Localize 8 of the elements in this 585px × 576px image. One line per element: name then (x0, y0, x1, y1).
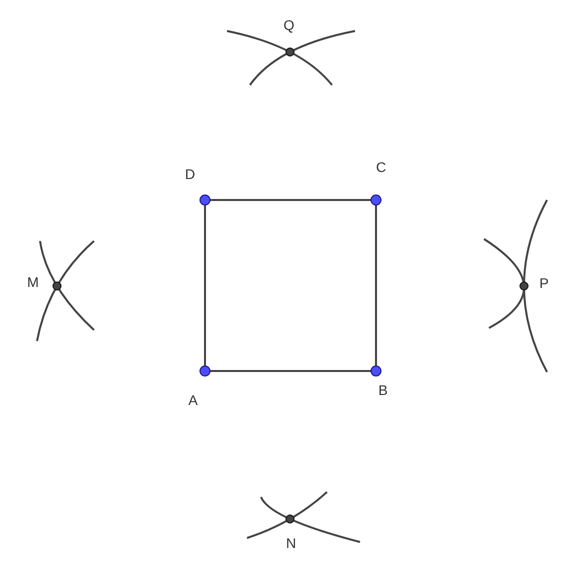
point-label: P (539, 275, 549, 291)
point-label: A (188, 392, 198, 408)
point-label: C (376, 159, 386, 175)
point-label: M (27, 274, 39, 290)
point-label: N (286, 535, 296, 551)
point-label: D (184, 166, 196, 182)
point-label: Q (284, 17, 294, 33)
point-label: B (378, 382, 388, 398)
